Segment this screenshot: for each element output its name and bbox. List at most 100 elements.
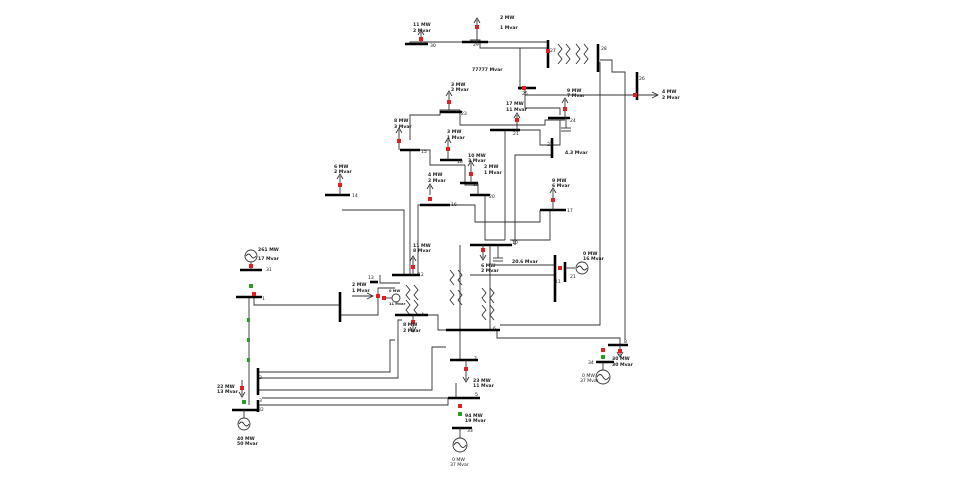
- line-4-6[interactable]: [425, 314, 450, 331]
- breaker-1-green-a[interactable]: [247, 318, 250, 322]
- load-arrow-26[interactable]: [637, 91, 660, 99]
- generator-32[interactable]: [237, 410, 251, 431]
- breaker-10[interactable]: [481, 248, 485, 252]
- load-20-mvar: 2 Mvar: [428, 178, 446, 184]
- breaker-5-green[interactable]: [458, 412, 462, 416]
- gen-34-mvar: 37 Mvar: [580, 378, 599, 384]
- breaker-15[interactable]: [397, 139, 401, 143]
- line-23-24[interactable]: [459, 110, 565, 126]
- generator-34[interactable]: [595, 362, 611, 385]
- breaker-1-green-b[interactable]: [247, 338, 250, 342]
- transformer-6-9[interactable]: [449, 269, 463, 306]
- line-4-12[interactable]: [340, 287, 395, 316]
- breaker-13b[interactable]: [382, 296, 386, 300]
- load-29-mvar: 1 Mvar: [500, 25, 518, 31]
- gen-33-mw: 0 MW: [452, 457, 465, 463]
- load-16-mw: 3 MW: [447, 129, 461, 135]
- shunt-capacitor-10[interactable]: [493, 245, 503, 262]
- breaker-17[interactable]: [551, 198, 555, 202]
- transformer-27-28[interactable]: [557, 43, 589, 65]
- bus-label-32: 32: [258, 407, 264, 413]
- breaker-12[interactable]: [411, 265, 415, 269]
- line-15-23[interactable]: [409, 109, 460, 140]
- breaker-20[interactable]: [428, 197, 432, 201]
- generator-11[interactable]: [565, 261, 589, 275]
- load-arrow-13[interactable]: [352, 292, 375, 300]
- line-10-17[interactable]: [510, 210, 551, 241]
- breaker-24[interactable]: [563, 107, 567, 111]
- line-16-17[interactable]: [432, 204, 541, 223]
- breaker-32-green[interactable]: [242, 400, 246, 404]
- line-1-4[interactable]: [253, 297, 340, 306]
- breaker-27[interactable]: [546, 49, 550, 53]
- bus-label-30: 30: [430, 43, 436, 49]
- bus-label-18: 18: [457, 159, 463, 165]
- breaker-13[interactable]: [376, 294, 380, 298]
- breaker-7[interactable]: [464, 367, 468, 371]
- transformer-6-10[interactable]: [481, 287, 495, 321]
- load-2-mw: 22 MW: [217, 384, 235, 390]
- line-25-27[interactable]: [519, 47, 548, 90]
- line-2-6[interactable]: [258, 339, 395, 373]
- load-arrow-20[interactable]: [426, 183, 434, 195]
- line-19-20[interactable]: [477, 185, 485, 196]
- line-12-16[interactable]: [417, 204, 432, 275]
- generator-33[interactable]: [452, 428, 468, 453]
- line-6-8[interactable]: [496, 330, 621, 345]
- line-10-21[interactable]: [504, 129, 515, 240]
- generator-small[interactable]: [386, 293, 401, 303]
- breaker-5[interactable]: [458, 404, 462, 408]
- line-15-18[interactable]: [405, 149, 465, 166]
- breaker-1-green-c[interactable]: [247, 358, 250, 362]
- breaker-16[interactable]: [446, 147, 450, 151]
- breaker-4[interactable]: [411, 320, 415, 324]
- bus-label-4: 4: [421, 312, 424, 318]
- line-12-15[interactable]: [405, 149, 411, 275]
- line-24-25[interactable]: [524, 90, 561, 115]
- line-2-5[interactable]: [258, 346, 446, 391]
- load-arrow-21[interactable]: [513, 112, 521, 130]
- breaker-29[interactable]: [475, 25, 479, 29]
- shunt-capacitor-24[interactable]: [561, 118, 571, 132]
- line-12-14[interactable]: [342, 209, 405, 275]
- line-21-22[interactable]: [520, 129, 552, 146]
- breaker-2[interactable]: [240, 386, 244, 390]
- line-2-4[interactable]: [258, 319, 402, 379]
- line-27-29[interactable]: [470, 39, 548, 49]
- line-18-19[interactable]: [464, 165, 478, 186]
- breaker-30[interactable]: [419, 37, 423, 41]
- line-3-5[interactable]: [258, 397, 462, 406]
- line-6-28[interactable]: [500, 62, 601, 326]
- gen-32-mvar: 50 Mvar: [237, 441, 259, 447]
- line-22-24[interactable]: [552, 120, 561, 146]
- breaker-18[interactable]: [469, 172, 473, 176]
- breaker-34[interactable]: [601, 348, 605, 352]
- load-arrow-10[interactable]: [479, 245, 487, 261]
- load-13-mvar: 1 Mvar: [352, 288, 370, 294]
- breaker-1[interactable]: [252, 292, 256, 296]
- breaker-23[interactable]: [447, 100, 451, 104]
- gen-32-mw: 40 MW: [237, 436, 255, 442]
- load-30-mw: 11 MW: [413, 22, 431, 28]
- transformer-4-12[interactable]: [405, 284, 419, 316]
- bus-label-34: 34: [588, 360, 594, 366]
- breaker-21[interactable]: [515, 118, 519, 122]
- breaker-31[interactable]: [249, 264, 253, 268]
- breaker-14[interactable]: [338, 183, 342, 187]
- breaker-31-green[interactable]: [249, 284, 253, 288]
- line-3-7[interactable]: [262, 383, 457, 399]
- breaker-11[interactable]: [558, 266, 562, 270]
- load-arrow-29[interactable]: [473, 17, 481, 42]
- line-10-20[interactable]: [484, 195, 505, 241]
- line-10-22[interactable]: [514, 154, 552, 245]
- load-18-mvar: 3 Mvar: [468, 158, 486, 164]
- line-12-13[interactable]: [379, 275, 400, 284]
- gen-11-mw: 0 MW: [583, 251, 597, 257]
- line-28-8[interactable]: [600, 59, 626, 340]
- breaker-26[interactable]: [633, 93, 637, 97]
- load-4-mvar: 2 Mvar: [403, 328, 421, 334]
- breaker-34-green[interactable]: [601, 355, 605, 359]
- breaker-8[interactable]: [618, 349, 622, 353]
- breaker-25[interactable]: [522, 86, 526, 90]
- breakers: [240, 25, 637, 416]
